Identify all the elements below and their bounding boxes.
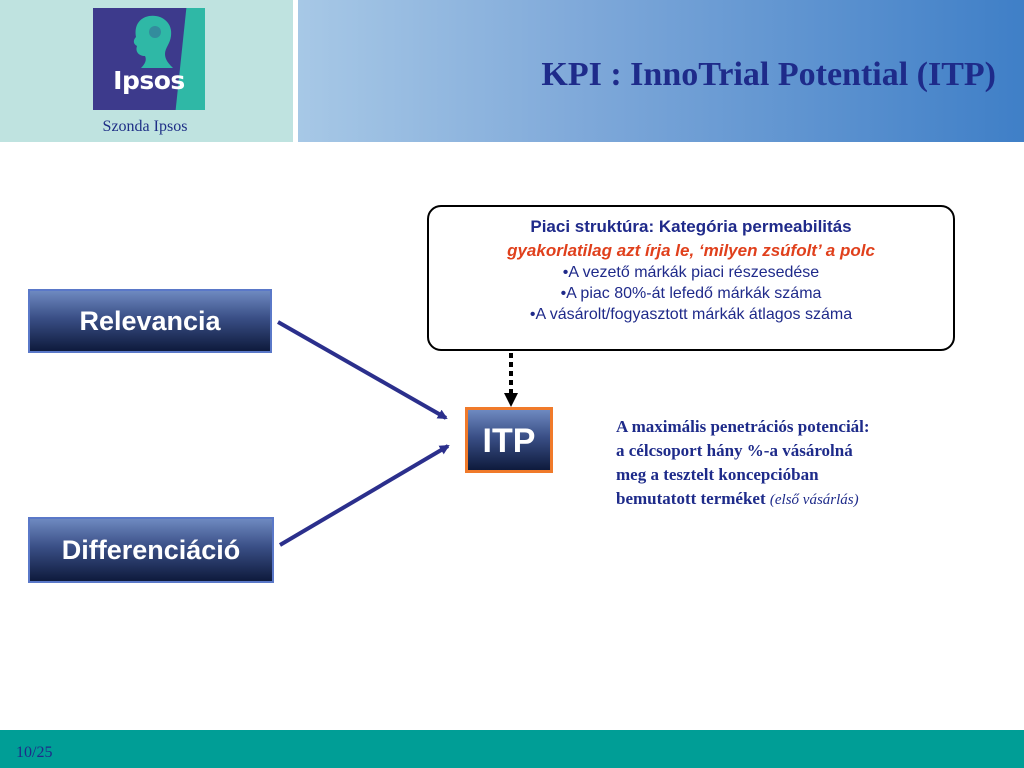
- itp-box: ITP: [465, 407, 553, 473]
- relevancia-box: Relevancia: [28, 289, 272, 353]
- arrow-relevancia-to-itp: [277, 320, 448, 420]
- title-panel: KPI : InnoTrial Potential (ITP): [298, 0, 1024, 142]
- description-line: meg a tesztelt koncepcióban: [616, 465, 819, 484]
- structure-item: •A vásárolt/fogyasztott márkák átlagos s…: [529, 306, 853, 323]
- structure-item: •A vezető márkák piaci részesedése: [562, 264, 820, 281]
- page-number: 10/25: [16, 744, 53, 761]
- itp-description: A maximális penetrációs potenciál: a cél…: [616, 415, 1006, 512]
- description-line: a célcsoport hány %-a vásárolná: [616, 441, 853, 460]
- logo-panel: Ipsos Szonda Ipsos: [0, 0, 293, 142]
- logo-caption: Szonda Ipsos: [102, 118, 188, 135]
- logo-text: Ipsos: [113, 66, 185, 95]
- differenciacio-box: Differenciáció: [28, 517, 274, 583]
- ipsos-face-icon: [133, 15, 173, 68]
- arrow-differenciacio-to-itp: [278, 444, 450, 547]
- description-line: A maximális penetrációs potenciál:: [616, 417, 870, 436]
- market-structure-box: Piaci struktúra: Kategória permeabilitás…: [427, 205, 955, 351]
- ipsos-logo: Ipsos: [93, 8, 205, 110]
- footer-bar: 10/25: [0, 730, 1024, 768]
- description-note: (első vásárlás): [769, 492, 859, 508]
- description-line: bemutatott terméket (első vásárlás): [616, 487, 1006, 512]
- page-title: KPI : InnoTrial Potential (ITP): [541, 56, 996, 93]
- structure-subtitle: gyakorlatilag azt írja le, ‘milyen zsúfo…: [507, 241, 875, 260]
- structure-heading: Piaci struktúra: Kategória permeabilitás: [530, 217, 852, 236]
- structure-item: •A piac 80%-át lefedő márkák száma: [560, 285, 822, 302]
- description-line-text: bemutatott terméket: [616, 489, 766, 508]
